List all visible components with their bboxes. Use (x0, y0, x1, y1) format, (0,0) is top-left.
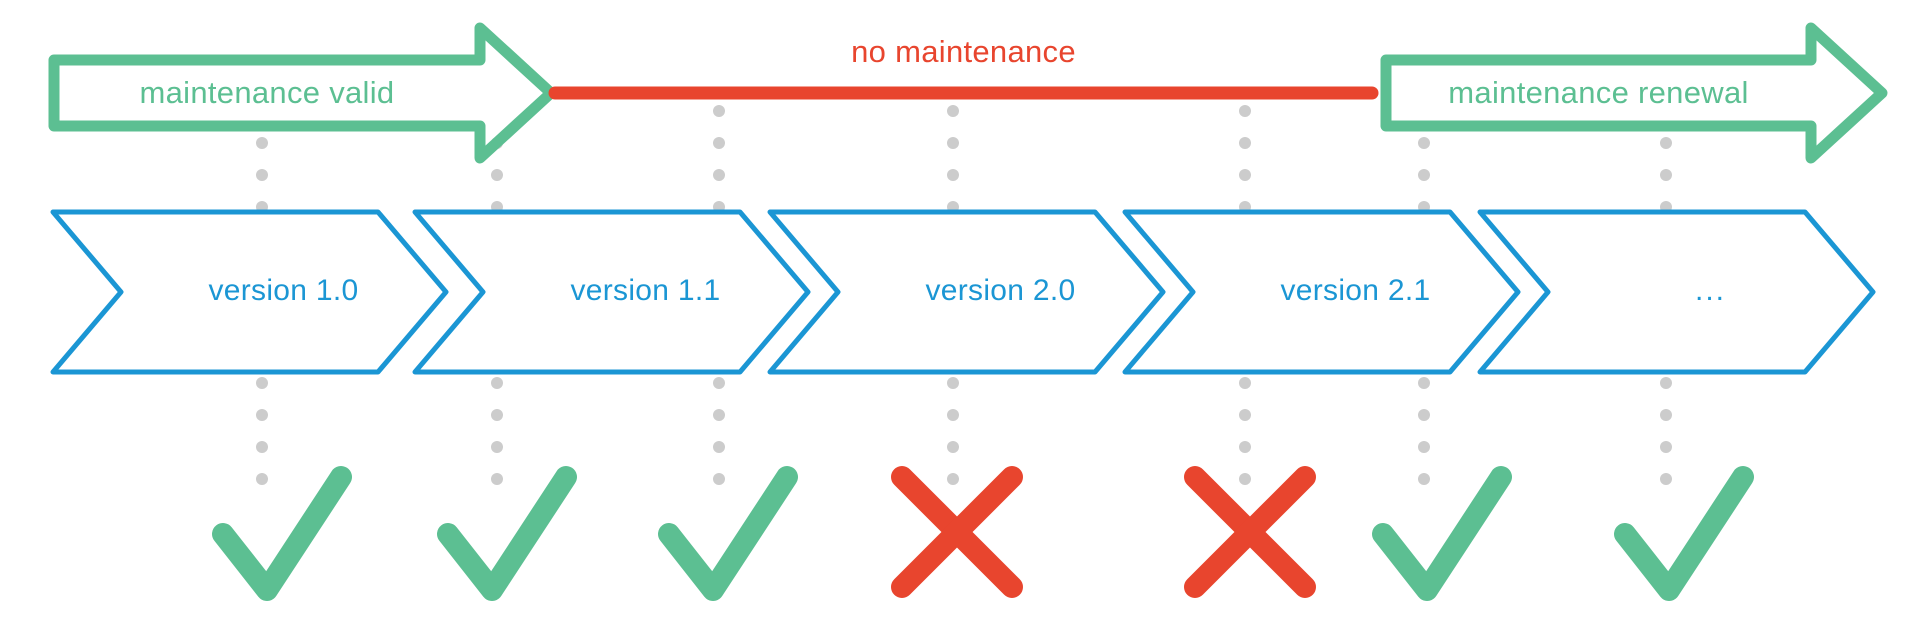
band-maintenance-valid-arrow[interactable] (48, 22, 557, 164)
status-mark-check-3 (658, 466, 798, 601)
version-chevron-1[interactable] (50, 209, 449, 375)
version-chevron-4[interactable] (1122, 209, 1521, 375)
status-mark-row (212, 466, 1754, 601)
band-maintenance-renewal-arrow[interactable] (1380, 22, 1888, 164)
version-chevron-3[interactable] (767, 209, 1166, 375)
version-chevron-row (50, 209, 1876, 375)
version-chevron-2[interactable] (412, 209, 811, 375)
version-label-1: version 1.0 (208, 274, 359, 307)
version-label-4: version 2.1 (1280, 274, 1431, 307)
status-mark-check-2 (437, 466, 577, 601)
version-chevron-5[interactable] (1477, 209, 1876, 375)
version-label-2: version 1.1 (570, 274, 721, 307)
status-mark-cross-4 (891, 466, 1023, 598)
version-label-5: ... (1694, 274, 1726, 307)
status-mark-check-7 (1614, 466, 1754, 601)
status-mark-check-6 (1372, 466, 1512, 601)
status-mark-check-1 (212, 466, 352, 601)
version-label-3: version 2.0 (925, 274, 1076, 307)
status-mark-cross-5 (1184, 466, 1316, 598)
dotted-connectors-bottom (256, 377, 1672, 485)
band-label-maintenance-renewal: maintenance renewal (1448, 75, 1749, 110)
band-label-no-maintenance: no maintenance (851, 34, 1076, 69)
band-label-maintenance-valid: maintenance valid (139, 75, 395, 110)
